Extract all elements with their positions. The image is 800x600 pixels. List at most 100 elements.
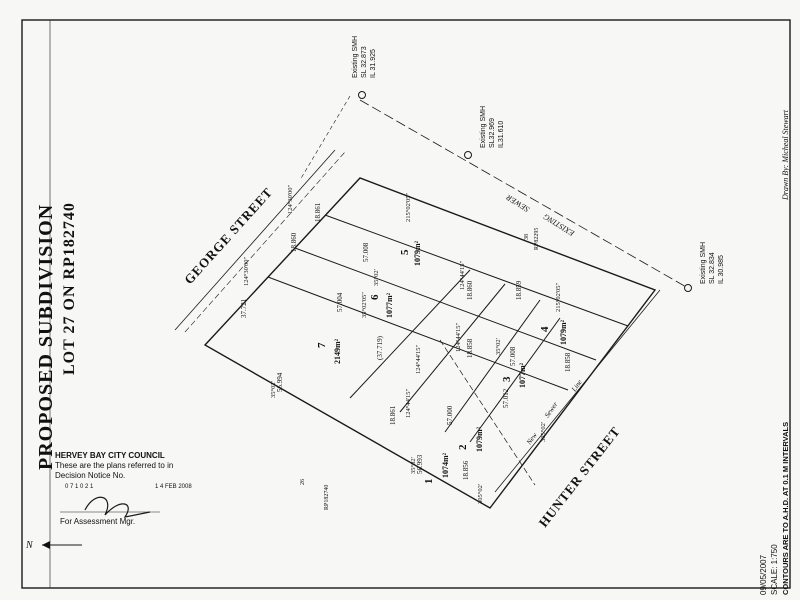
notice-number: 0 7 1 0 2 1: [65, 484, 94, 490]
lot-2: 2 1079m²: [457, 426, 484, 452]
lot-6: 6 1077m²: [369, 292, 394, 318]
svg-text:Existing SMH: Existing SMH: [480, 106, 487, 148]
division-3: [444, 299, 541, 433]
division-7-6: [267, 276, 569, 391]
george-street-kerb: [174, 149, 336, 331]
svg-text:57.004: 57.004: [336, 292, 344, 312]
svg-text:215°02'05": 215°02'05": [405, 192, 412, 222]
svg-text:18.861: 18.861: [389, 405, 397, 425]
svg-text:124°30'00": 124°30'00": [287, 184, 294, 214]
hunter-street-label: HUNTER STREET: [536, 424, 624, 530]
plan-date: 09/05/2007: [759, 554, 768, 595]
division-1-7: [349, 269, 471, 399]
svg-text:124°44'15": 124°44'15": [455, 322, 462, 352]
svg-text:IL 31.925: IL 31.925: [370, 49, 377, 78]
dimension-labels: 37.721 18.860 18.861 18.859 18.858 18.86…: [240, 184, 572, 504]
hunter-street-kerb: [494, 289, 661, 493]
stamp-date: 1 4 FEB 2008: [155, 484, 192, 490]
svg-text:35°02': 35°02': [270, 381, 277, 398]
svg-text:18.856: 18.856: [462, 460, 470, 480]
smh-3-icon: [684, 284, 692, 292]
svg-text:1: 1: [423, 479, 435, 485]
division-5-up: [324, 214, 629, 327]
george-street-label: GEORGE STREET: [181, 184, 276, 287]
george-street-centerline: [184, 151, 346, 333]
lot-5: 5 1079m²: [399, 240, 422, 266]
svg-text:1074m²: 1074m²: [441, 452, 450, 478]
svg-text:2149m²: 2149m²: [333, 338, 342, 364]
smh-1-label: Existing SMH SL 32.873 IL 31.925: [352, 36, 377, 78]
svg-text:1077m²: 1077m²: [385, 292, 394, 318]
svg-text:56.994: 56.994: [276, 372, 284, 392]
svg-text:57.008: 57.008: [362, 242, 370, 262]
smh-2-icon: [464, 151, 472, 159]
new-sewer-line: [439, 339, 536, 486]
svg-text:IL31.610: IL31.610: [498, 121, 505, 148]
svg-text:1079m²: 1079m²: [559, 319, 568, 345]
svg-text:1079m²: 1079m²: [475, 426, 484, 452]
svg-text:Existing SMH: Existing SMH: [352, 36, 359, 78]
svg-text:305°02': 305°02': [540, 422, 547, 442]
svg-text:IL 30.985: IL 30.985: [718, 255, 725, 284]
lot-3: 3 1077m²: [501, 362, 527, 388]
svg-text:1077m²: 1077m²: [518, 362, 527, 388]
plan-border: [21, 19, 791, 589]
svg-text:2: 2: [457, 444, 469, 450]
svg-text:124°44'15": 124°44'15": [459, 260, 466, 290]
svg-text:57.012: 57.012: [502, 388, 510, 408]
svg-text:56.993: 56.993: [416, 454, 424, 474]
svg-text:18.860: 18.860: [466, 280, 474, 300]
existing-sewer-line: [359, 99, 689, 289]
svg-text:18.860: 18.860: [290, 232, 298, 252]
lot-26-rp: RP182740: [324, 485, 330, 510]
svg-text:N: N: [25, 540, 34, 551]
svg-text:SL 32.834: SL 32.834: [709, 252, 716, 284]
plan-contours: CONTOURS ARE TO A.H.D. AT 0.1 M INTERVAL…: [781, 422, 790, 595]
for-assessment: For Assessment Mgr.: [60, 517, 135, 526]
svg-text:3: 3: [501, 376, 513, 382]
lot-7: 7 2149m²: [316, 338, 342, 364]
svg-text:4: 4: [539, 326, 551, 332]
svg-text:57.008: 57.008: [509, 346, 517, 366]
svg-text:35°02'05": 35°02'05": [361, 292, 368, 318]
drawn-by: Drawn By: Micheal Stewart: [781, 109, 790, 201]
svg-text:(37.719): (37.719): [376, 335, 384, 360]
division-4: [469, 317, 561, 443]
council-stamp: HERVEY BAY CITY COUNCIL These are the pl…: [55, 451, 192, 526]
north-arrow-icon: N: [25, 540, 82, 551]
svg-text:215°02'05": 215°02'05": [555, 282, 562, 312]
svg-text:SL 32.873: SL 32.873: [361, 46, 368, 78]
new-sewer-new: New: [525, 431, 539, 447]
svg-text:1079m²: 1079m²: [413, 240, 422, 266]
signature: [84, 496, 151, 518]
svg-text:SL32.969: SL32.969: [489, 118, 496, 148]
title-line2: LOT 27 ON RP182740: [61, 202, 78, 375]
svg-text:35°02': 35°02': [373, 269, 380, 286]
svg-text:18.859: 18.859: [515, 280, 523, 300]
lot-26-number: 26: [300, 479, 306, 485]
lot-38-number: 38: [524, 234, 530, 240]
svg-text:124°44'15": 124°44'15": [415, 344, 422, 374]
council-name: HERVEY BAY CITY COUNCIL: [55, 451, 165, 460]
svg-text:124°44'15": 124°44'15": [405, 388, 412, 418]
svg-text:35°02': 35°02': [495, 338, 502, 355]
lot-27-boundary: [203, 177, 657, 509]
svg-text:18.858: 18.858: [564, 352, 572, 372]
title-line1: PROPOSED SUBDIVISION: [35, 204, 57, 470]
smh-1-icon: [358, 91, 366, 99]
existing-label: EXISTING: [542, 212, 577, 239]
svg-text:57.000: 57.000: [446, 405, 454, 425]
svg-text:35°02': 35°02': [410, 457, 417, 474]
title-block: PROPOSED SUBDIVISION LOT 27 ON RP182740: [35, 202, 78, 470]
svg-text:7: 7: [316, 342, 328, 348]
council-line2: Decision Notice No.: [55, 471, 125, 480]
svg-text:5: 5: [399, 249, 411, 255]
sewer-branch-line: [299, 95, 351, 181]
svg-text:6: 6: [369, 294, 381, 300]
svg-text:18.861: 18.861: [314, 202, 322, 222]
svg-text:18.858: 18.858: [466, 338, 474, 358]
svg-text:Existing SMH: Existing SMH: [700, 242, 707, 284]
smh-2-label: Existing SMH SL32.969 IL31.610: [480, 106, 505, 148]
